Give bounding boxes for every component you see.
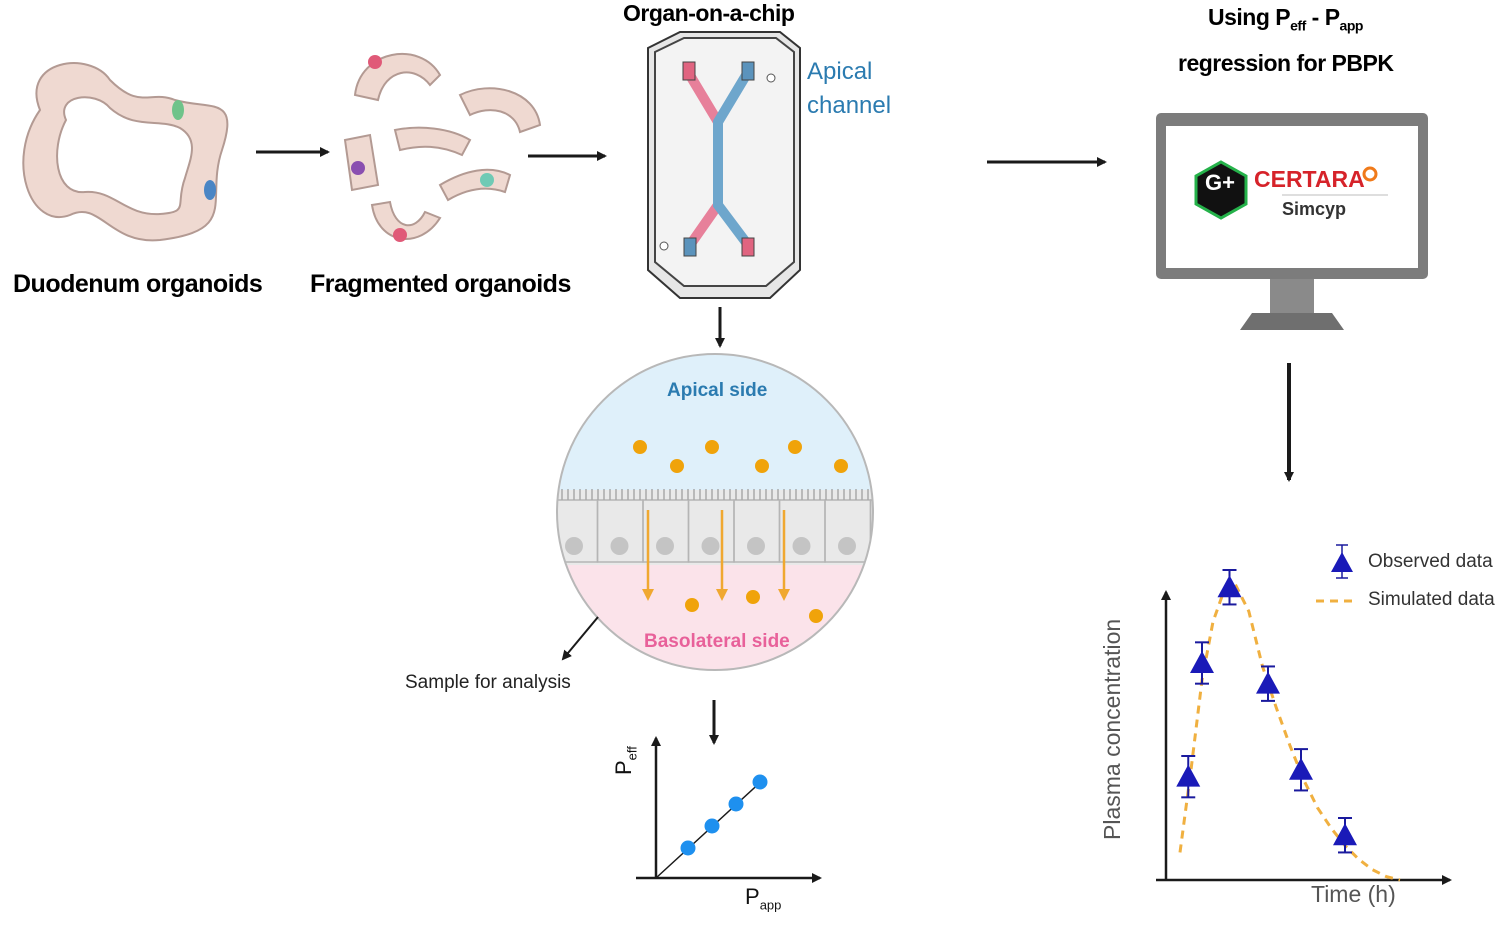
certara-logo-text: CERTARA	[1254, 166, 1365, 192]
pk-observed-point	[1176, 755, 1201, 799]
pk-x-label: Time (h)	[1311, 881, 1396, 907]
corr-y-label: Peff	[611, 746, 640, 775]
pk-observed-point	[1256, 665, 1280, 702]
corr-point	[752, 774, 768, 790]
cell-nucleus	[701, 537, 720, 555]
gplus-logo-icon	[1194, 160, 1248, 220]
label-apical-side: Apical side	[667, 380, 768, 401]
pk-observed-point	[1333, 817, 1357, 854]
cell-nucleus	[565, 537, 583, 555]
cell-nucleus	[747, 537, 765, 555]
pk-simulated-curve	[1178, 581, 1401, 882]
label-basolateral-side: Basolateral side	[644, 631, 790, 652]
cell-nucleus	[656, 537, 674, 555]
permeation-arrows	[642, 510, 790, 601]
corr-point	[704, 818, 720, 834]
legend-simulated-label: Simulated data	[1368, 589, 1495, 610]
cell-nucleus	[884, 537, 902, 555]
pk-y-label: Plasma concentration	[1099, 618, 1125, 840]
arrow-sample	[561, 616, 599, 661]
label-organ-on-a-chip: Organ-on-a-chip	[623, 0, 795, 26]
simcyp-logo-text: Simcyp	[1282, 199, 1347, 219]
corr-point	[680, 840, 696, 856]
label-sample-for-analysis: Sample for analysis	[405, 672, 571, 693]
legend-observed-label: Observed data	[1368, 551, 1493, 572]
label-duodenum-organoids: Duodenum organoids	[13, 270, 263, 298]
epithelial-cell	[869, 499, 873, 563]
cell-nucleus	[610, 537, 629, 555]
pk-observed-point	[1217, 569, 1242, 606]
gplus-logo-text: G+	[1205, 170, 1235, 195]
pk-legend	[1316, 544, 1357, 603]
label-using-peff-papp: Using Peff - Papp	[1208, 4, 1363, 34]
label-apical-channel-line2: channel	[807, 92, 892, 119]
legend-observed-marker	[1331, 552, 1353, 572]
computer-monitor	[1156, 113, 1428, 330]
fragmented-organoids-illustration	[343, 53, 542, 242]
organ-chip-illustration	[647, 31, 801, 299]
pk-observed-point	[1190, 641, 1214, 685]
peff-papp-correlation-plot	[636, 736, 822, 883]
plasma-concentration-chart	[1156, 544, 1452, 885]
certara-logo-icon	[1362, 166, 1378, 182]
cell-nucleus	[792, 537, 811, 555]
corr-x-label: Papp	[745, 884, 782, 913]
label-apical-channel-line1: Apical	[807, 58, 873, 85]
label-regression-for-pbpk: regression for PBPK	[1178, 50, 1394, 76]
label-fragmented-organoids: Fragmented organoids	[310, 270, 571, 298]
drug-molecules	[633, 440, 848, 623]
cell-nucleus	[838, 537, 856, 555]
pk-observed-point	[1289, 748, 1313, 792]
duodenum-organoid-illustration	[22, 62, 229, 242]
corr-point	[728, 796, 744, 812]
